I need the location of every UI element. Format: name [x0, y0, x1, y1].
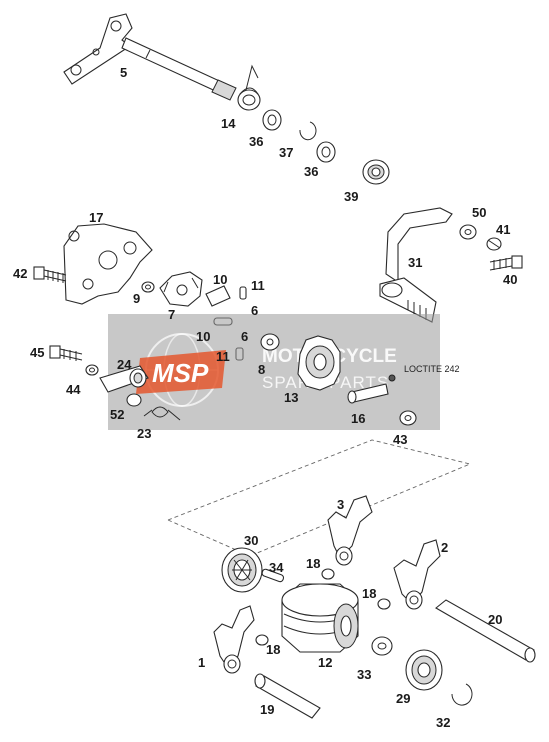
- callout-50: 50: [472, 205, 486, 220]
- bearing: [221, 547, 263, 593]
- callout-1: 1: [198, 655, 205, 670]
- shift-fork-3: [327, 495, 373, 566]
- shift-fork-1: [213, 605, 255, 674]
- torsion-spring: [143, 406, 181, 421]
- callout-16: 16: [351, 411, 365, 426]
- washer-6: [85, 364, 99, 376]
- shift-drum-star: [297, 335, 341, 391]
- washer-2: [316, 141, 336, 163]
- dowel-pin: [261, 568, 285, 583]
- screw: [33, 266, 67, 283]
- callout-9: 9: [133, 291, 140, 306]
- callout-39: 39: [344, 189, 358, 204]
- callout-12: 12: [318, 655, 332, 670]
- watermark: MSP MOTORCYCLE SPARE PARTS: [108, 314, 440, 430]
- callout-30: 30: [244, 533, 258, 548]
- callout-45: 45: [30, 345, 44, 360]
- callout-10: 10: [196, 329, 210, 344]
- shift-fork-2: [393, 539, 441, 610]
- washer-4: [459, 224, 477, 240]
- callout-18: 18: [306, 556, 320, 571]
- locking-lever: [99, 365, 149, 393]
- callout-14: 14: [221, 116, 236, 131]
- callout-11: 11: [216, 349, 230, 364]
- callout-20: 20: [488, 612, 502, 627]
- callout-17: 17: [89, 210, 103, 225]
- screw-3: [49, 345, 83, 361]
- spring: [237, 64, 261, 111]
- washer-5: [399, 410, 417, 426]
- shift-drum: [281, 583, 359, 653]
- callout-34: 34: [269, 560, 284, 575]
- callout-6: 6: [241, 329, 248, 344]
- bolt: [347, 374, 396, 404]
- bracket: [63, 223, 153, 305]
- circlip: [299, 121, 317, 141]
- spring-washer: [486, 237, 502, 251]
- callout-23: 23: [137, 426, 151, 441]
- ball-bearing: [405, 649, 443, 691]
- callout-29: 29: [396, 691, 410, 706]
- callout-7: 7: [168, 307, 175, 322]
- callout-43: 43: [393, 432, 407, 447]
- circlip-2: [451, 683, 473, 706]
- callout-24: 24: [117, 357, 132, 372]
- callout-40: 40: [503, 272, 517, 287]
- callout-2: 2: [441, 540, 448, 555]
- callout-36: 36: [249, 134, 263, 149]
- fork-rollers: [255, 568, 391, 646]
- pin: [239, 286, 247, 300]
- washer: [262, 109, 282, 131]
- shaft-washer: [260, 333, 280, 351]
- shift-quadrant: [159, 271, 203, 307]
- callout-5: 5: [120, 65, 127, 80]
- washer-3: [141, 281, 155, 293]
- screw-2: [489, 255, 523, 271]
- callout-18: 18: [266, 642, 280, 657]
- watermark-logo: MSP: [152, 358, 209, 388]
- callout-33: 33: [357, 667, 371, 682]
- dashed-outline: [166, 439, 472, 557]
- thrust-washer: [371, 636, 393, 656]
- loctite-note: LOCTITE 242: [404, 364, 460, 374]
- roller: [126, 393, 142, 407]
- shift-lever: [379, 207, 453, 323]
- callout-18: 18: [362, 586, 376, 601]
- callout-42: 42: [13, 266, 27, 281]
- callout-8: 8: [258, 362, 265, 377]
- callout-31: 31: [408, 255, 422, 270]
- callout-37: 37: [279, 145, 293, 160]
- callout-6: 6: [251, 303, 258, 318]
- shaft-seal: [362, 159, 390, 185]
- callout-44: 44: [66, 382, 81, 397]
- fork-rail-1: [435, 599, 536, 663]
- callout-41: 41: [496, 222, 510, 237]
- callout-3: 3: [337, 497, 344, 512]
- shift-pawl: [205, 285, 231, 307]
- callouts: 5 14 36 37 36 39 17 42 9 7 10 11 6 10 6 …: [13, 65, 517, 730]
- callout-52: 52: [110, 407, 124, 422]
- callout-19: 19: [260, 702, 274, 717]
- callout-11: 11: [251, 278, 265, 293]
- shift-shaft: [63, 13, 237, 101]
- callout-36: 36: [304, 164, 318, 179]
- callout-10: 10: [213, 272, 227, 287]
- callout-13: 13: [284, 390, 298, 405]
- callout-32: 32: [436, 715, 450, 730]
- fork-rail-2: [254, 673, 321, 719]
